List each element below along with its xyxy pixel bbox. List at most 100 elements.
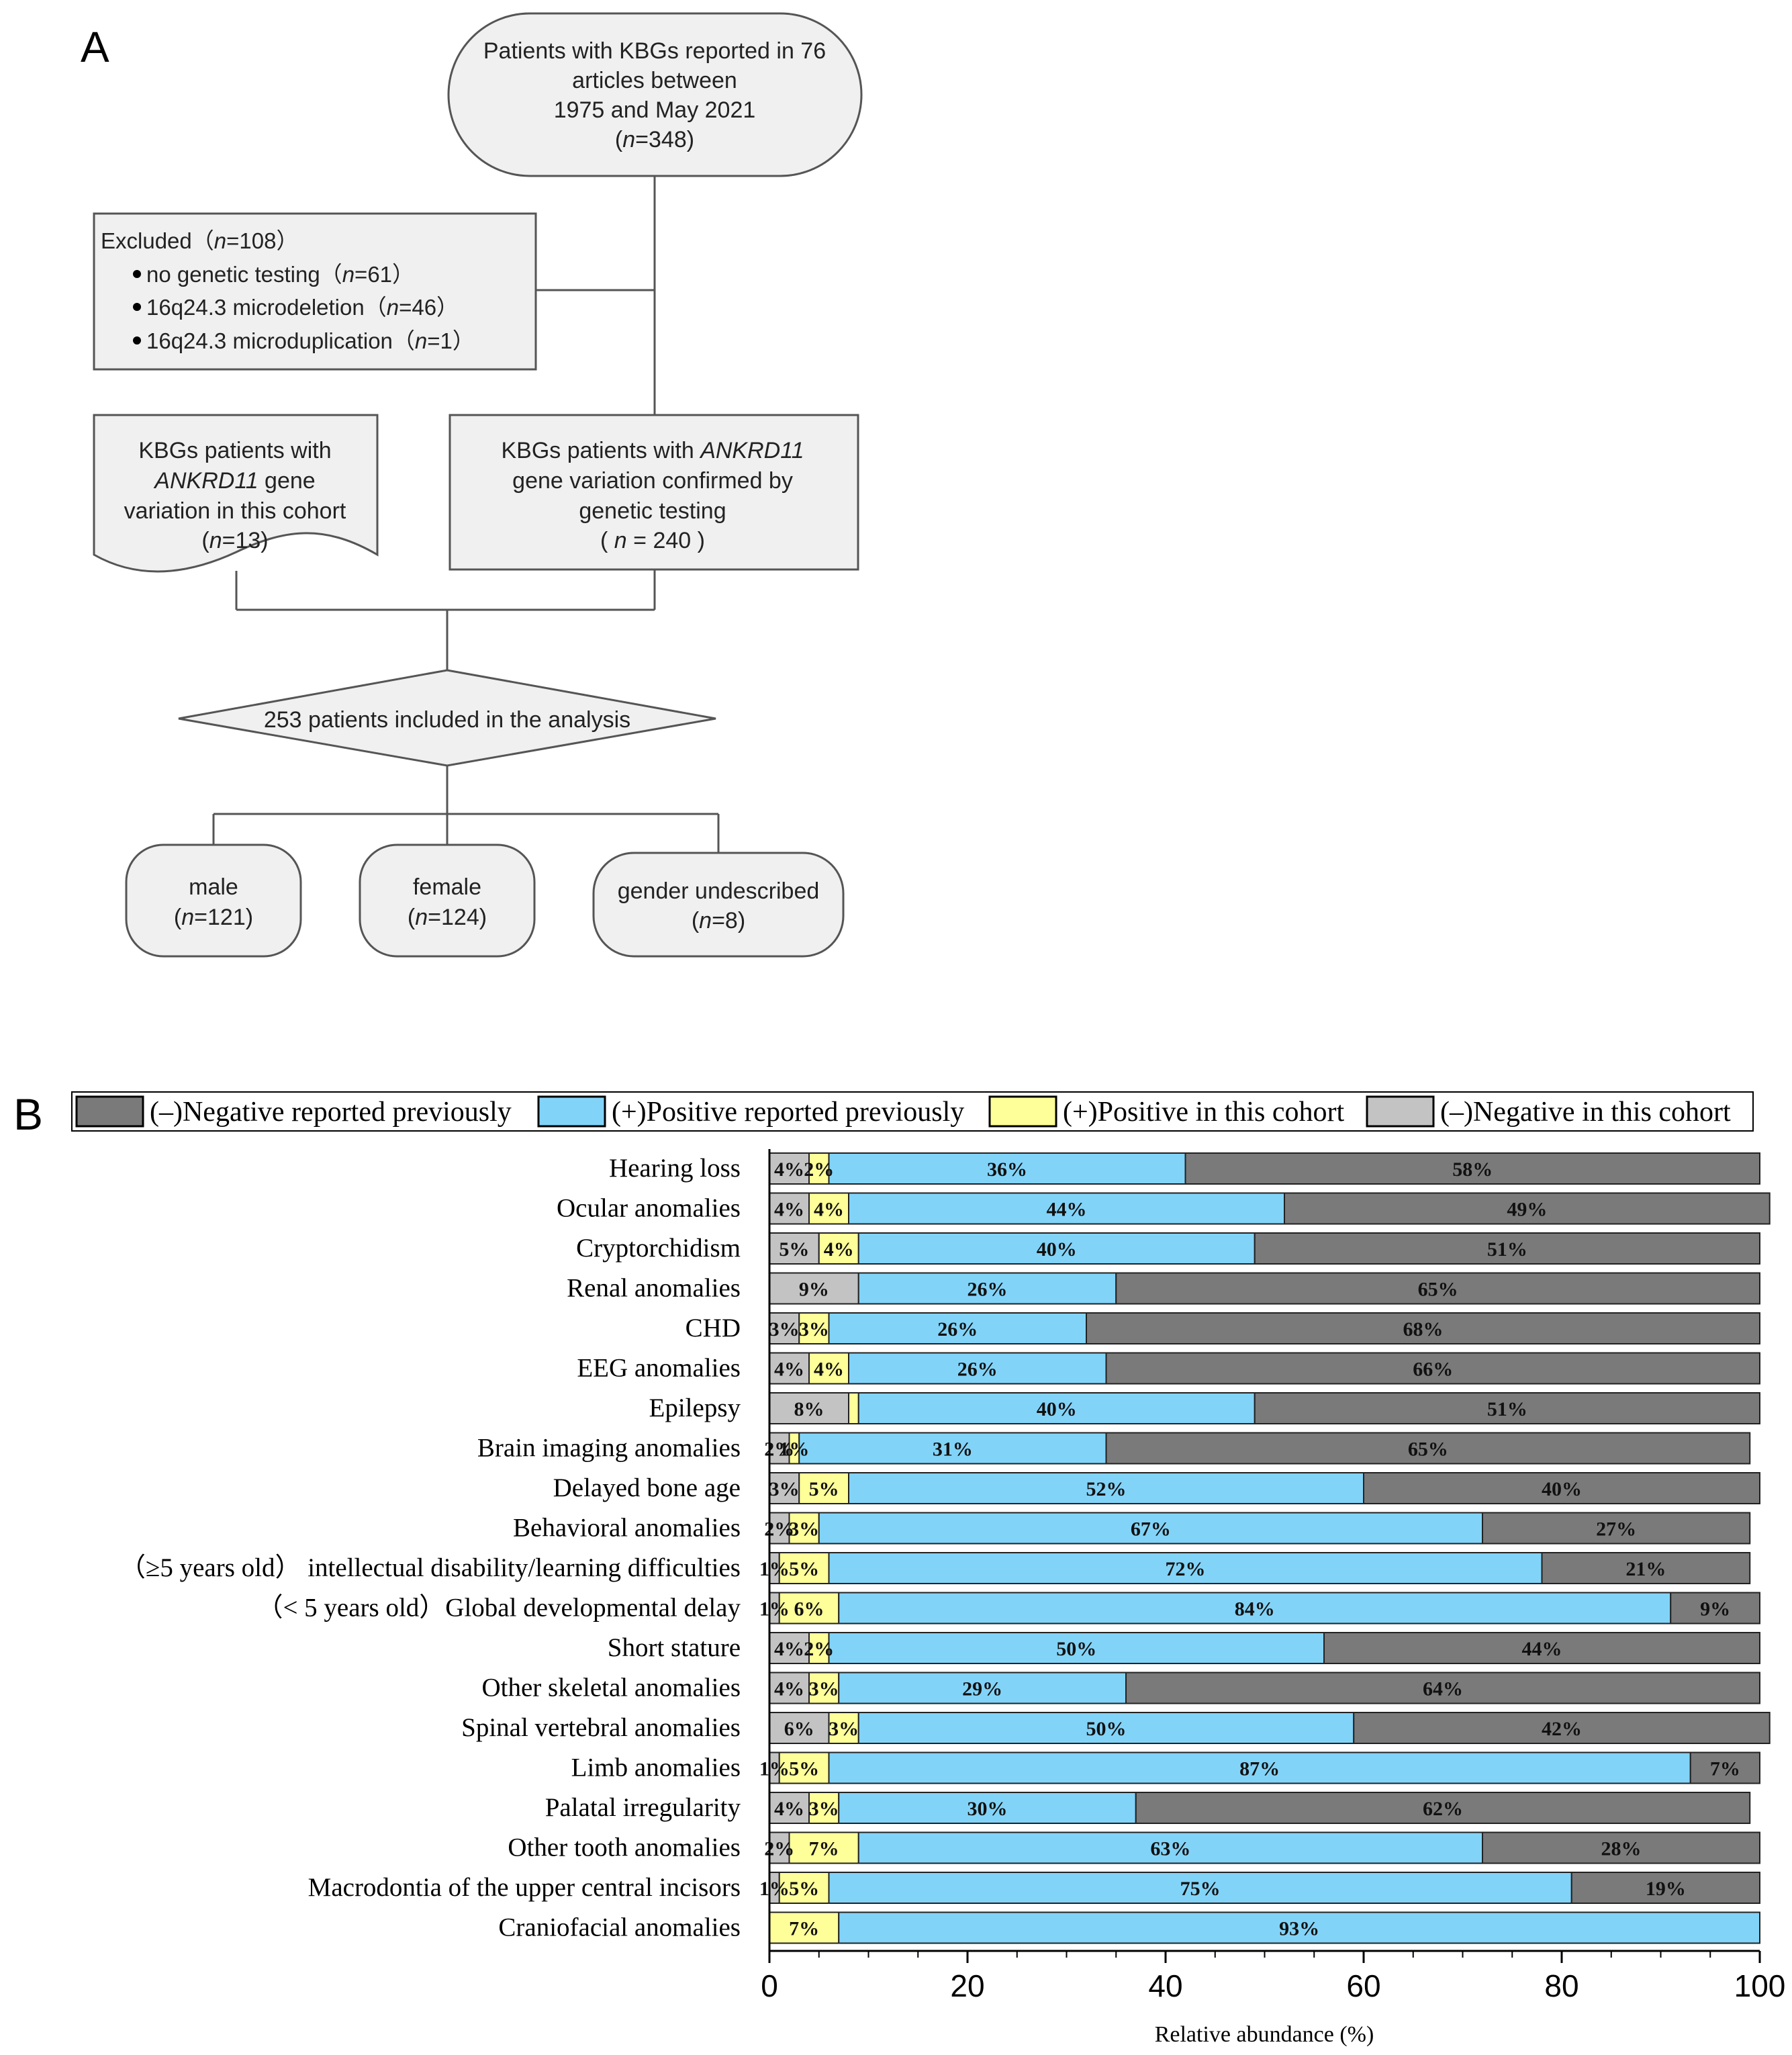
category-label-chd: CHD — [686, 1314, 741, 1342]
bar-segment-neg_prev — [1254, 1392, 1760, 1424]
excluded-item-2: 16q24.3 microdeletion（n=46） — [146, 295, 459, 320]
gender-node-label: gender undescribed — [618, 878, 820, 904]
bar-segment-neg_cohort — [769, 1312, 800, 1344]
category-label-spinal-vertebral-anomalies: Spinal vertebral anomalies — [461, 1713, 741, 1742]
bar-value-label: 4% — [814, 1359, 844, 1381]
category-label-behavioral-anomalies: Behavioral anomalies — [513, 1514, 741, 1543]
category-label-5-years-old-global-developmental-delay: （< 5 years old）Global developmental dela… — [256, 1594, 741, 1623]
bar-value-label: 30% — [968, 1798, 1008, 1820]
bar-segment-neg_cohort — [769, 1792, 810, 1824]
bar-value-label: 63% — [1150, 1838, 1190, 1860]
bar-value-label: 1% — [759, 1558, 790, 1580]
bar-segment-pos_prev — [828, 1152, 1186, 1185]
bar-segment-neg_cohort — [769, 1672, 810, 1704]
legend-swatch-neg_prev — [75, 1095, 144, 1128]
gender-node-count: (n=8) — [692, 908, 745, 933]
bar-value-label: 3% — [809, 1798, 839, 1820]
start-node-line-3: 1975 and May 2021 — [554, 97, 756, 123]
category-label-other-tooth-anomalies: Other tooth anomalies — [508, 1833, 741, 1862]
value-labels: 4%2%36%58%4%4%44%49%5%4%40%51%9%26%65%3%… — [759, 1158, 1740, 1940]
category-label-other-skeletal-anomalies: Other skeletal anomalies — [481, 1674, 741, 1702]
gender-node-label: male — [189, 874, 238, 900]
gender-node-female: female (n=124) — [359, 843, 536, 958]
bar-value-label: 4% — [814, 1199, 844, 1221]
flowchart-connectors — [212, 176, 720, 853]
bar-value-label: 40% — [1542, 1478, 1582, 1500]
bar-segment-neg_prev — [1323, 1632, 1760, 1664]
x-tick-label: 80 — [1544, 1968, 1578, 2003]
bar-value-label: 51% — [1487, 1398, 1527, 1420]
start-node-line-1: Patients with KBGs reported in 76 — [483, 38, 826, 64]
bar-value-label: 87% — [1239, 1758, 1280, 1780]
analysis-node-label: 253 patients included in the analysis — [264, 707, 630, 733]
bar-value-label: 31% — [933, 1438, 973, 1461]
bar-segment-pos_cohort — [848, 1392, 859, 1424]
bar-segment-pos_cohort — [788, 1831, 859, 1864]
bar-value-label: 49% — [1507, 1199, 1547, 1221]
bar-value-label: 1% — [759, 1598, 790, 1620]
bar-segment-pos_cohort — [808, 1792, 840, 1824]
bar-segment-pos_prev — [838, 1911, 1760, 1944]
bar-segment-neg_prev — [1184, 1152, 1760, 1185]
chart-bars — [769, 1152, 1771, 1944]
category-label-renal-anomalies: Renal anomalies — [567, 1274, 741, 1303]
literature-node-line-2: gene variation confirmed by — [512, 468, 793, 494]
bar-value-label: 75% — [1180, 1878, 1221, 1900]
bar-segment-pos_prev — [818, 1512, 1483, 1545]
legend-frame — [71, 1091, 1754, 1132]
bar-segment-neg_prev — [1689, 1751, 1760, 1784]
bar-value-label: 9% — [799, 1279, 829, 1301]
bar-segment-neg_prev — [1254, 1232, 1760, 1265]
bar-segment-neg_cohort — [769, 1632, 810, 1664]
bar-value-label: 1% — [779, 1438, 809, 1461]
bar-value-label: 5% — [779, 1238, 809, 1261]
bar-value-label: 19% — [1646, 1878, 1686, 1900]
literature-node-line-1: KBGs patients with ANKRD11 — [502, 438, 804, 463]
bar-value-label: 44% — [1522, 1638, 1562, 1660]
bar-segment-neg_prev — [1284, 1192, 1771, 1225]
bar-value-label: 4% — [774, 1199, 804, 1221]
panel-a-label: A — [81, 23, 109, 71]
x-tick-label: 20 — [950, 1968, 984, 2003]
bar-value-label: 84% — [1235, 1598, 1275, 1620]
bar-segment-pos_cohort — [788, 1512, 820, 1545]
bar-segment-neg_prev — [1670, 1592, 1760, 1625]
bar-segment-pos_prev — [828, 1632, 1325, 1664]
bar-value-label: 58% — [1452, 1158, 1493, 1181]
cohort-node: KBGs patients with ANKRD11 gene variatio… — [93, 414, 379, 573]
bar-segment-pos_cohort — [808, 1192, 849, 1225]
gender-node-count: (n=124) — [408, 905, 487, 930]
bar-segment-neg_prev — [1115, 1272, 1760, 1305]
x-tick-label: 0 — [761, 1968, 778, 2003]
bar-value-label: 4% — [824, 1238, 854, 1261]
excluded-item-3: 16q24.3 microduplication（n=1） — [146, 328, 475, 353]
bar-segment-neg_prev — [1353, 1712, 1771, 1744]
bar-segment-pos_prev — [857, 1712, 1355, 1744]
chart-legend: (–)Negative reported previously(+)Positi… — [71, 1091, 1754, 1132]
bar-segment-neg_prev — [1086, 1312, 1760, 1344]
start-node-line-2: articles between — [572, 68, 737, 93]
bar-value-label: 40% — [1037, 1398, 1077, 1420]
bar-value-label: 72% — [1166, 1558, 1206, 1580]
bar-segment-pos_prev — [848, 1192, 1285, 1225]
bar-value-label: 28% — [1601, 1838, 1642, 1860]
bar-value-label: 1% — [759, 1878, 790, 1900]
bar-value-label: 26% — [968, 1279, 1008, 1301]
bar-value-label: 3% — [789, 1518, 819, 1541]
bar-value-label: 4% — [774, 1678, 804, 1700]
bar-segment-pos_cohort — [778, 1751, 830, 1784]
category-label-brain-imaging-anomalies: Brain imaging anomalies — [477, 1434, 741, 1463]
legend-label-neg_prev: (–)Negative reported previously — [150, 1097, 512, 1128]
bar-value-label: 4% — [774, 1638, 804, 1660]
bar-segment-pos_prev — [857, 1232, 1256, 1265]
bar-value-label: 42% — [1542, 1718, 1582, 1740]
bar-value-label: 3% — [809, 1678, 839, 1700]
bar-segment-pos_cohort — [798, 1312, 830, 1344]
x-tick-label: 40 — [1148, 1968, 1182, 2003]
bullet-icon — [133, 270, 141, 278]
bar-segment-pos_prev — [828, 1312, 1087, 1344]
bar-value-label: 65% — [1418, 1279, 1458, 1301]
x-tick-label: 60 — [1346, 1968, 1380, 2003]
